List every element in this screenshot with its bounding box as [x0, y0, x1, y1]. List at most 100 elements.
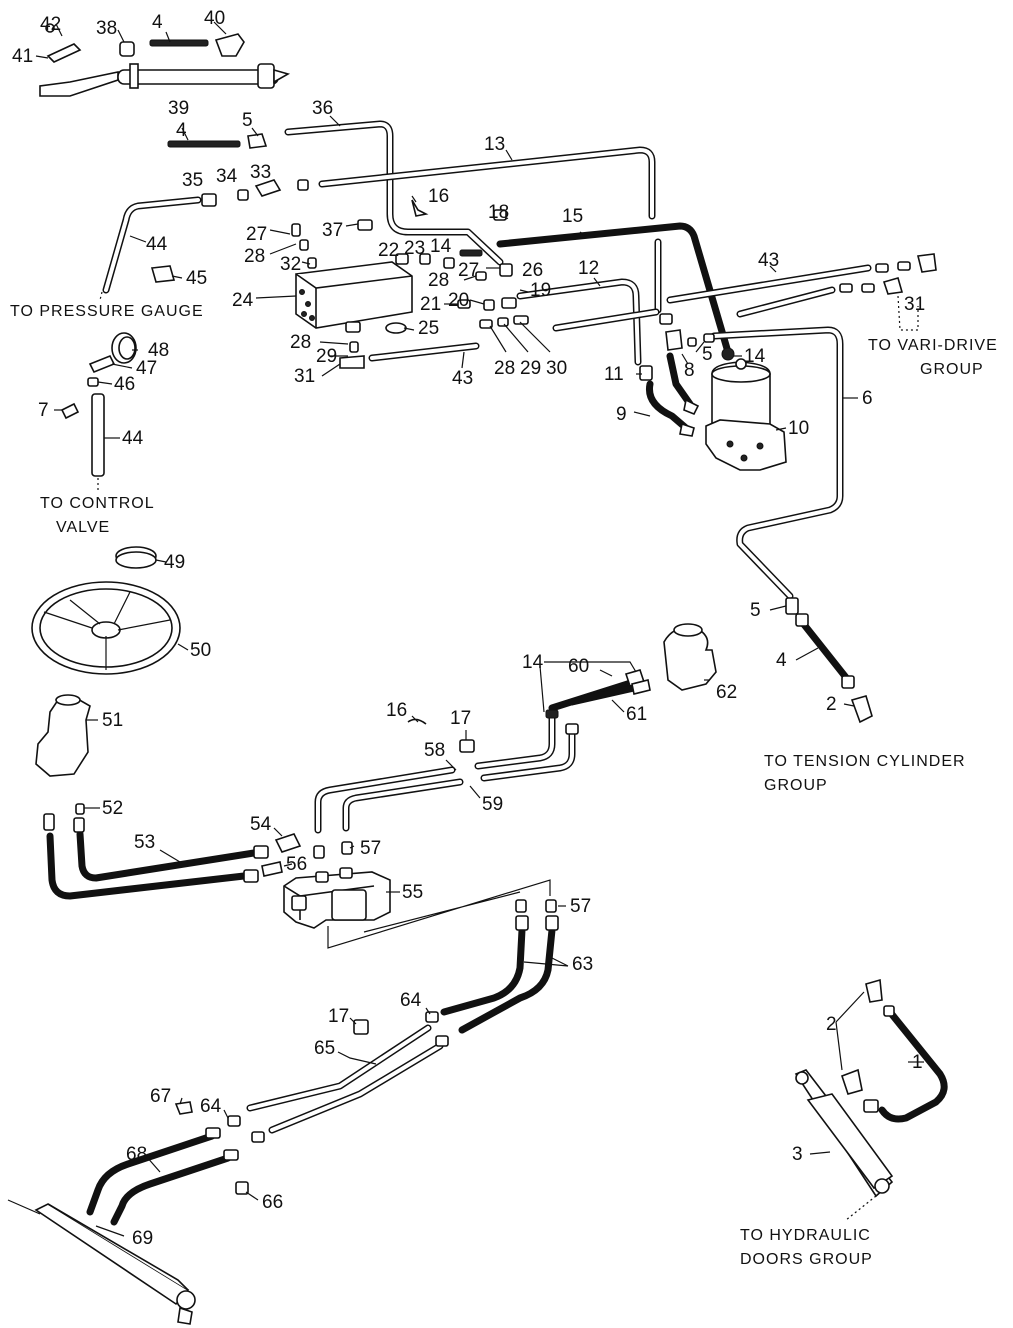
callout-49: 49	[164, 552, 185, 573]
caption-tension-line1: TO TENSION CYLINDER	[764, 753, 966, 770]
callout-59: 59	[482, 794, 503, 815]
callout-13: 13	[484, 134, 505, 155]
caption-control-valve-line2: VALVE	[56, 519, 110, 536]
callout-14: 14	[744, 346, 766, 367]
callout-67: 67	[150, 1086, 171, 1107]
callout-37: 37	[322, 220, 343, 241]
callout-36: 36	[312, 98, 333, 119]
callout-1: 1	[912, 1052, 923, 1073]
callout-40: 40	[204, 8, 225, 29]
callout-16: 16	[428, 186, 449, 207]
callout-32: 32	[280, 254, 301, 275]
callout-54: 54	[250, 814, 272, 835]
callout-5: 5	[242, 110, 253, 131]
callout-51: 51	[102, 710, 123, 731]
pump-reservoir	[645, 352, 787, 471]
callout-64: 64	[200, 1096, 222, 1117]
callout-30: 30	[546, 358, 567, 379]
callout-56: 56	[286, 854, 307, 875]
callout-16: 16	[386, 700, 407, 721]
callout-10: 10	[788, 418, 809, 439]
callout-44: 44	[122, 428, 144, 449]
callout-2: 2	[826, 694, 837, 715]
leader-lines	[35, 21, 924, 1237]
dashed-guides	[97, 291, 919, 490]
callout-11: 11	[604, 364, 624, 385]
callout-4: 4	[152, 12, 163, 33]
callout-8: 8	[684, 360, 695, 381]
callout-19: 19	[530, 280, 551, 301]
callout-22: 22	[378, 240, 399, 261]
callout-39: 39	[168, 98, 189, 119]
callout-33: 33	[250, 162, 271, 183]
callout-15: 15	[562, 206, 583, 227]
callout-25: 25	[418, 318, 439, 339]
callout-50: 50	[190, 640, 211, 661]
callout-60: 60	[568, 656, 589, 677]
caption-pressure-gauge: TO PRESSURE GAUGE	[10, 303, 204, 320]
callout-43: 43	[452, 368, 473, 389]
callout-28: 28	[428, 270, 449, 291]
caption-hyd-doors-line1: TO HYDRAULIC	[740, 1227, 871, 1244]
callout-5: 5	[702, 344, 713, 365]
callout-29: 29	[316, 346, 337, 367]
callout-7: 7	[38, 400, 49, 421]
callout-62: 62	[716, 682, 737, 703]
callout-4: 4	[176, 120, 187, 141]
callout-14: 14	[522, 652, 544, 673]
callout-5: 5	[750, 600, 761, 621]
callout-27: 27	[458, 260, 479, 281]
callout-28: 28	[244, 246, 265, 267]
callout-48: 48	[148, 340, 169, 361]
callout-63: 63	[572, 954, 593, 975]
callout-23: 23	[404, 238, 425, 259]
steering-group	[31, 546, 181, 777]
tie-rod-assembly	[39, 23, 291, 149]
lower-lines	[7, 1011, 449, 1325]
caption-vari-drive-line2: GROUP	[920, 361, 984, 378]
middle-hoses	[314, 623, 717, 834]
pressure-gauge-group	[60, 332, 137, 477]
caption-control-valve-line1: TO CONTROL	[40, 495, 155, 512]
tube-network	[102, 120, 872, 600]
callout-47: 47	[136, 358, 157, 379]
callout-27: 27	[246, 224, 267, 245]
callout-43: 43	[758, 250, 779, 271]
callout-44: 44	[146, 234, 168, 255]
captions: TO PRESSURE GAUGE TO CONTROL VALVE TO VA…	[10, 303, 997, 1268]
callout-35: 35	[182, 170, 203, 191]
callout-24: 24	[232, 290, 254, 311]
callout-52: 52	[102, 798, 123, 819]
callout-6: 6	[862, 388, 873, 409]
callout-9: 9	[616, 404, 627, 425]
callout-31: 31	[294, 366, 315, 387]
callout-66: 66	[262, 1192, 283, 1213]
callout-34: 34	[216, 166, 238, 187]
callout-numbers: 42 38 4 40 41 39 4 5 36 13 35 34 33 16 1…	[12, 8, 925, 1249]
callout-61: 61	[626, 704, 647, 725]
callout-21: 21	[420, 294, 441, 315]
callout-3: 3	[792, 1144, 803, 1165]
control-valve-group	[43, 803, 559, 1034]
callout-65: 65	[314, 1038, 335, 1059]
callout-2: 2	[826, 1014, 837, 1035]
callout-29: 29	[520, 358, 541, 379]
callout-17: 17	[450, 708, 471, 729]
callout-31: 31	[904, 294, 925, 315]
callout-46: 46	[114, 374, 135, 395]
callout-58: 58	[424, 740, 445, 761]
callout-41: 41	[12, 46, 33, 67]
callout-64: 64	[400, 990, 422, 1011]
caption-hyd-doors-line2: DOORS GROUP	[740, 1251, 873, 1268]
callout-17: 17	[328, 1006, 349, 1027]
caption-tension-line2: GROUP	[764, 777, 828, 794]
callout-38: 38	[96, 18, 117, 39]
callout-18: 18	[488, 202, 509, 223]
callout-4: 4	[776, 650, 787, 671]
callout-12: 12	[578, 258, 599, 279]
callout-14: 14	[430, 236, 452, 257]
callout-55: 55	[402, 882, 423, 903]
callout-45: 45	[186, 268, 207, 289]
callout-68: 68	[126, 1144, 147, 1165]
callout-28: 28	[290, 332, 311, 353]
